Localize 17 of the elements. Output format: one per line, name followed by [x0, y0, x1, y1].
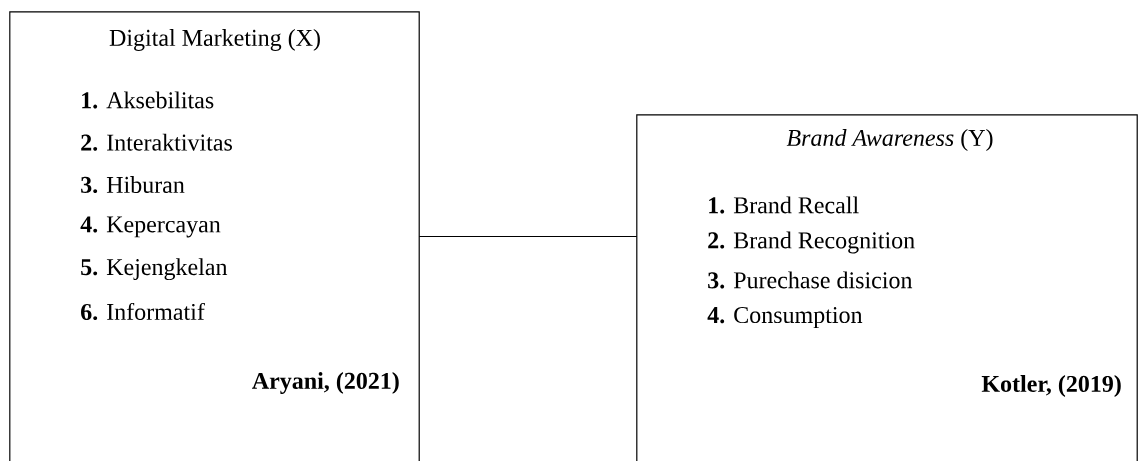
citation-text: Aryani, (2021) — [252, 372, 399, 394]
indicator-box — [636, 114, 1138, 461]
citation-text: Kotler, (2019) — [981, 375, 1121, 397]
heading-text: Digital Marketing (X) — [109, 29, 320, 51]
list-item: 1. Brand Recall — [709, 196, 859, 214]
list-item: 2. Interaktivitas — [81, 133, 232, 151]
list-item: 6. Informatif — [81, 302, 205, 321]
list-item: 3. Hiburan — [81, 176, 185, 194]
list-item: 1. Aksebilitas — [82, 91, 214, 109]
list-item: 2. Brand Recognition — [708, 231, 915, 254]
list-item: 4. Consumption — [707, 307, 863, 328]
list-item: 4. Kepercayan — [80, 216, 221, 238]
indicator-box — [9, 11, 420, 461]
list-item: 5. Kejengkelan — [81, 258, 228, 281]
connector-line — [418, 235, 638, 238]
list-item: 3. Purechase disicion — [708, 271, 913, 289]
heading-text: Brand Awareness (Y) — [786, 129, 993, 151]
